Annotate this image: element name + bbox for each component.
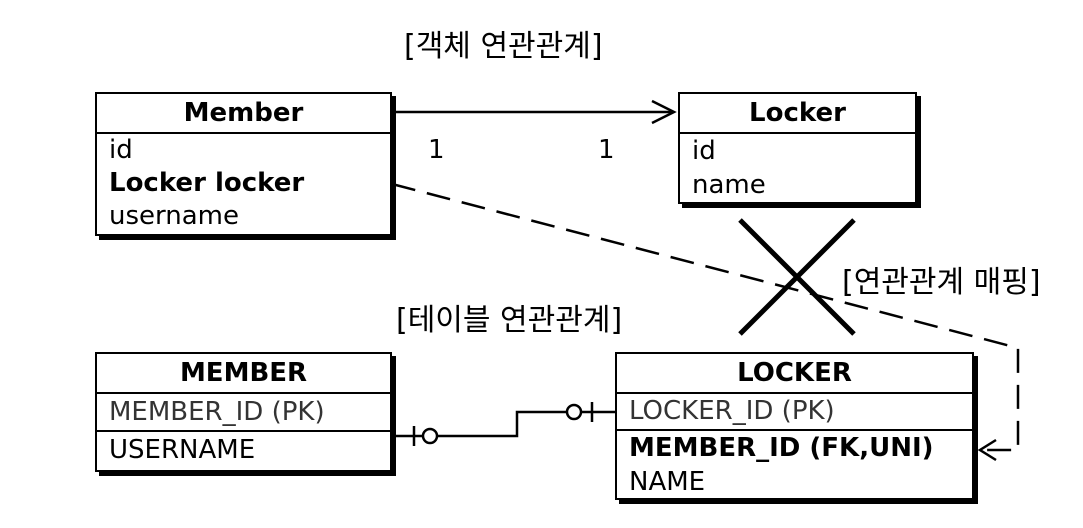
table-relation-title: [테이블 연관관계] (396, 303, 623, 338)
member-class-name: Member (97, 94, 390, 134)
locker-class-box: Locker id name (678, 92, 917, 204)
locker-table-name: LOCKER (617, 354, 972, 394)
member-table-box: MEMBER MEMBER_ID (PK) USERNAME (95, 352, 392, 472)
association-arrow (394, 99, 677, 125)
locker-class-name: Locker (680, 94, 915, 134)
table-relationship-line (392, 402, 615, 446)
zero-circle-locker-icon (565, 403, 583, 421)
member-field-locker: Locker locker (109, 168, 305, 198)
locker-table-column-fk: MEMBER_ID (FK,UNI) (617, 429, 972, 466)
mapping-dashed-arrow (391, 182, 1020, 462)
member-table-column-pk: MEMBER_ID (PK) (109, 397, 325, 427)
locker-field-id: id (692, 136, 716, 166)
object-relation-title: [객체 연관관계] (404, 29, 603, 64)
locker-table-box: LOCKER LOCKER_ID (PK) MEMBER_ID (FK,UNI)… (615, 352, 974, 500)
member-class-box: Member id Locker locker username (95, 92, 392, 236)
locker-table-column-pk: LOCKER_ID (PK) (629, 396, 835, 426)
member-table-column-username: USERNAME (97, 430, 390, 468)
locker-field-name: name (692, 170, 766, 200)
mapping-label: [연관관계 매핑] (842, 265, 1041, 300)
member-field-username: username (109, 201, 239, 231)
member-field-id: id (109, 135, 133, 165)
multiplicity-member: 1 (428, 135, 445, 165)
multiplicity-locker: 1 (598, 135, 615, 165)
cross-mark-icon (738, 218, 856, 336)
member-table-name: MEMBER (97, 354, 390, 394)
zero-circle-member-icon (421, 427, 439, 445)
locker-table-column-name: NAME (629, 467, 706, 497)
